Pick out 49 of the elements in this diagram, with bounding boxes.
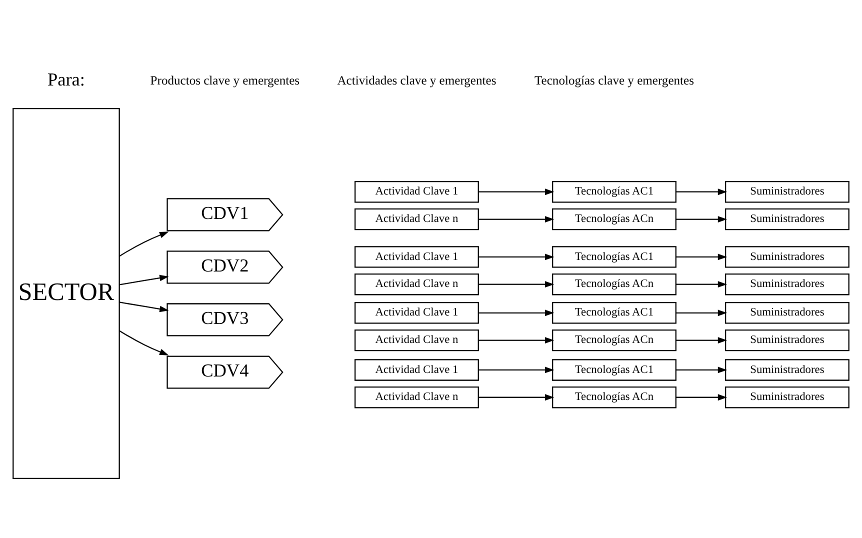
arrow <box>478 336 554 343</box>
node-box: Actividad Clave 1 <box>354 180 479 202</box>
arrow <box>478 216 554 222</box>
label: Para: <box>47 68 85 89</box>
node-box: Suministradores <box>724 328 850 351</box>
node-box: Suministradores <box>724 208 850 230</box>
arrow <box>478 366 554 373</box>
node-box: Suministradores <box>724 302 850 324</box>
node-box: Tecnologías ACn <box>552 273 676 295</box>
arrow <box>676 216 728 222</box>
node-box: Tecnologías AC1 <box>552 180 676 202</box>
node-box: Suministradores <box>724 358 850 380</box>
arrow <box>478 188 554 195</box>
node-box: Actividad Clave 1 <box>354 358 479 380</box>
label: Actividades clave y emergentes <box>337 72 496 87</box>
label: Productos clave y emergentes <box>150 72 300 87</box>
node-box: SECTOR <box>12 107 120 478</box>
arrow <box>119 330 169 355</box>
node-box: Actividad Clave n <box>354 386 479 408</box>
arrow <box>478 253 554 260</box>
node-box: Tecnologías ACn <box>552 208 676 230</box>
arrow <box>676 336 728 343</box>
arrow <box>676 280 728 288</box>
node-box: Actividad Clave n <box>354 273 479 295</box>
node-box: Actividad Clave n <box>354 208 479 230</box>
node-box: Tecnologías AC1 <box>552 246 676 268</box>
node-box: Tecnologías ACn <box>552 328 676 351</box>
node-box: Actividad Clave 1 <box>354 302 479 324</box>
node-box: Suministradores <box>724 246 850 268</box>
node-box: Suministradores <box>724 180 850 202</box>
node-box: Tecnologías ACn <box>552 386 676 408</box>
node-box: Suministradores <box>724 386 850 408</box>
node-box: Suministradores <box>724 273 850 295</box>
arrow <box>676 309 728 316</box>
arrow <box>478 280 554 288</box>
arrow <box>676 394 728 400</box>
label: Tecnologías clave y emergentes <box>534 72 694 87</box>
arrow <box>676 188 728 195</box>
arrow <box>478 309 554 316</box>
node-box: Actividad Clave n <box>354 328 479 351</box>
node-box: Actividad Clave 1 <box>354 246 479 268</box>
arrow <box>676 253 728 260</box>
node-box: Tecnologías AC1 <box>552 302 676 324</box>
arrow <box>119 301 169 312</box>
arrow <box>119 231 169 256</box>
arrow <box>478 394 554 400</box>
node-box: Tecnologías AC1 <box>552 358 676 380</box>
arrow <box>676 366 728 373</box>
arrow <box>119 274 169 285</box>
